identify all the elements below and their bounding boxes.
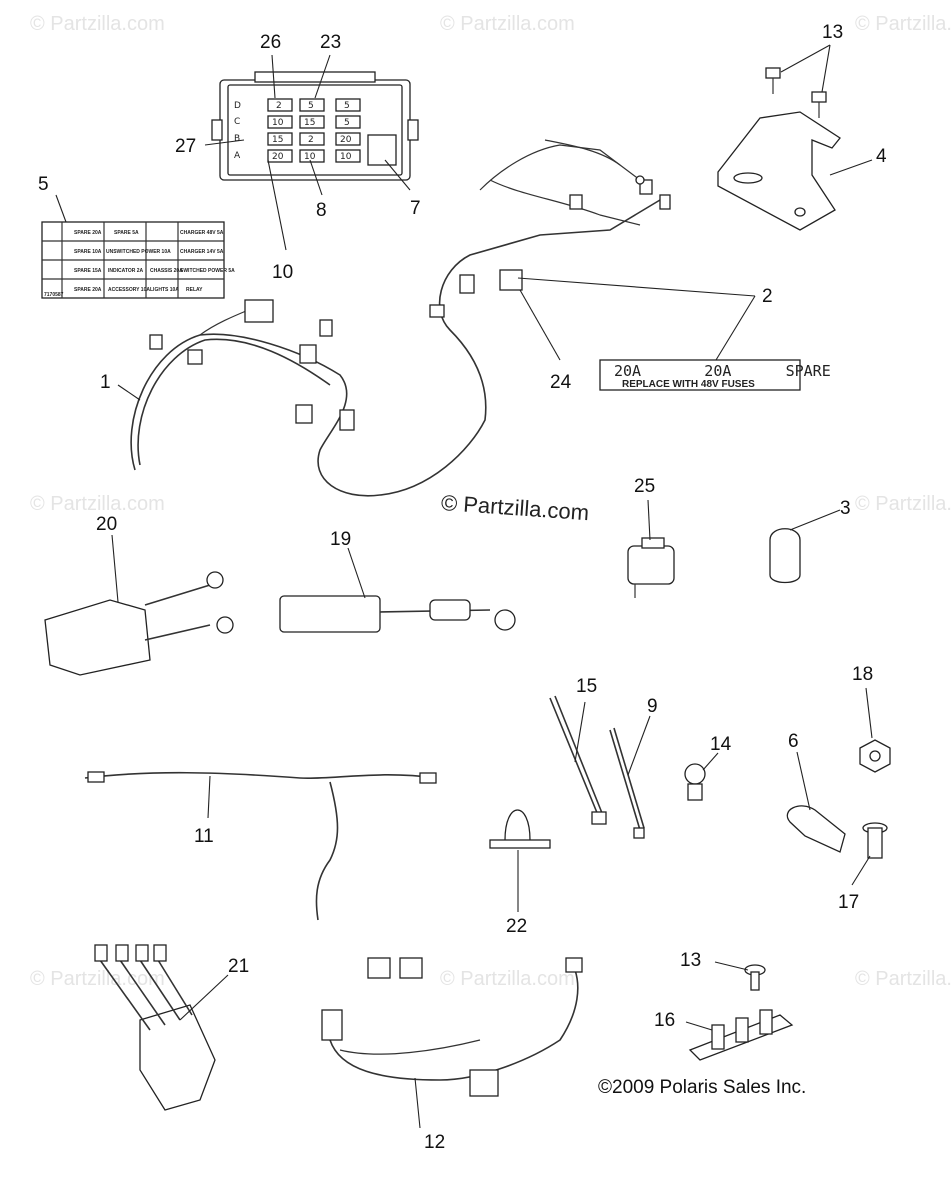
copyright: ©2009 Polaris Sales Inc.: [598, 1077, 807, 1098]
fuse-value: 2: [276, 101, 282, 111]
callout-2: 2: [762, 286, 773, 307]
fuse-row-letter: C: [234, 117, 240, 127]
callout-26: 26: [260, 32, 281, 53]
connector-with-ring: [279, 595, 516, 633]
fuse-value: 20: [340, 135, 352, 145]
fuse-holder: [769, 528, 801, 584]
callout-16: 16: [654, 1010, 675, 1031]
callout-5: 5: [38, 174, 49, 195]
bracket: [717, 111, 841, 231]
callout-3: 3: [840, 498, 851, 519]
table-cell: SPARE 20A: [74, 230, 102, 236]
connector-with-lugs: [44, 571, 234, 676]
table-cell: SPARE 20A: [74, 287, 102, 293]
callout-13: 13: [822, 22, 843, 43]
connector: [627, 537, 675, 598]
sub-harness: [84, 771, 437, 921]
callout-19: 19: [330, 529, 351, 550]
callout-25: 25: [634, 476, 655, 497]
callout-22: 22: [506, 916, 527, 937]
watermarks: © Partzilla.com © Partzilla.com © Partzi…: [30, 13, 952, 990]
callout-23: 23: [320, 32, 341, 53]
fuse-value: 10: [340, 152, 352, 162]
table-cell: ACCESSORY 10A: [108, 287, 150, 293]
fuse-row-letter: A: [234, 151, 241, 161]
fuse-row-letter: B: [234, 134, 240, 144]
decal-line-2: REPLACE WITH 48V FUSES: [622, 379, 755, 390]
fuse-decal: 20A 20A SPARE REPLACE WITH 48V FUSES: [599, 359, 831, 391]
callout-17: 17: [838, 892, 859, 913]
callout-24: 24: [550, 372, 572, 393]
table-part-code: 7170587: [44, 292, 64, 298]
fuse-value: 5: [344, 101, 350, 111]
watermark: © Partzilla.com: [855, 13, 952, 35]
watermark: © Partzilla.com: [30, 968, 165, 990]
decal-line-1: 20A 20A SPARE: [614, 362, 831, 380]
callout-12: 12: [424, 1132, 445, 1153]
table-cell: SPARE 10A: [74, 249, 102, 255]
screw: [765, 67, 827, 118]
table-cell: SPARE 15A: [74, 268, 102, 274]
watermark: © Partzilla.com: [30, 493, 165, 515]
terminal-block: [688, 1009, 794, 1061]
callout-4: 4: [876, 146, 887, 167]
watermark: © Partzilla.com: [440, 13, 575, 35]
watermark: © Partzilla.com: [855, 493, 952, 515]
table-cell: LIGHTS 10A: [150, 287, 179, 293]
fuse-value: 5: [344, 118, 350, 128]
callout-1: 1: [100, 372, 111, 393]
table-cell: SWITCHED POWER 5A: [180, 268, 235, 274]
fuse-value: 10: [272, 118, 284, 128]
table-cell: CHARGER 48V 5A: [180, 230, 224, 236]
bolt: [862, 822, 888, 859]
callout-21: 21: [228, 956, 249, 977]
screw: [744, 964, 766, 991]
connector-pigtails: [94, 944, 216, 1111]
nut: [859, 739, 891, 773]
callout-13: 13: [680, 950, 701, 971]
table-cell: RELAY: [186, 287, 203, 293]
table-cell: CHASSIS 20A: [150, 268, 183, 274]
callout-11: 11: [194, 826, 214, 847]
callout-27: 27: [175, 136, 196, 157]
callout-20: 20: [96, 514, 117, 535]
watermark: © Partzilla.com: [855, 968, 952, 990]
callout-15: 15: [576, 676, 597, 697]
clamp: [786, 805, 846, 853]
fuse-value: 10: [304, 152, 316, 162]
callout-14: 14: [710, 734, 732, 755]
fuse-label-table: SPARE 20A SPARE 5A CHARGER 48V 5A SPARE …: [41, 221, 235, 299]
fuse-value: 2: [308, 135, 314, 145]
callout-18: 18: [852, 664, 873, 685]
fuse-value: 5: [308, 101, 314, 111]
cable-tie: [549, 695, 607, 825]
fuse-value: 15: [272, 135, 283, 145]
clip: [489, 809, 551, 849]
callout-9: 9: [647, 696, 658, 717]
fuse-row-letter: D: [234, 101, 241, 111]
callout-7: 7: [410, 198, 421, 219]
fuse-value: 20: [272, 152, 284, 162]
callout-10: 10: [272, 262, 293, 283]
main-harness: [130, 139, 671, 497]
fuse-box: D C B A 2 5 5 10 15 5 15 2 20 20 10 10: [211, 71, 419, 181]
sub-harness: [321, 957, 583, 1097]
clamp: [684, 763, 706, 801]
table-cell: SPARE 5A: [114, 230, 139, 236]
table-cell: INDICATOR 2A: [108, 268, 143, 274]
callout-8: 8: [316, 200, 327, 221]
leader-lines: [55, 44, 873, 1129]
fuse-value: 15: [304, 118, 315, 128]
callouts: 26 23 27 8 7 10 5 13 4 2 24 1 3 25 20 19…: [38, 22, 887, 1153]
table-cell: UNSWITCHED POWER 10A: [106, 249, 171, 255]
table-cell: CHARGER 14V 5A: [180, 249, 224, 255]
watermark: © Partzilla.com: [440, 968, 575, 990]
cable-tie: [609, 727, 645, 839]
callout-6: 6: [788, 731, 799, 752]
watermark: © Partzilla.com: [30, 13, 165, 35]
